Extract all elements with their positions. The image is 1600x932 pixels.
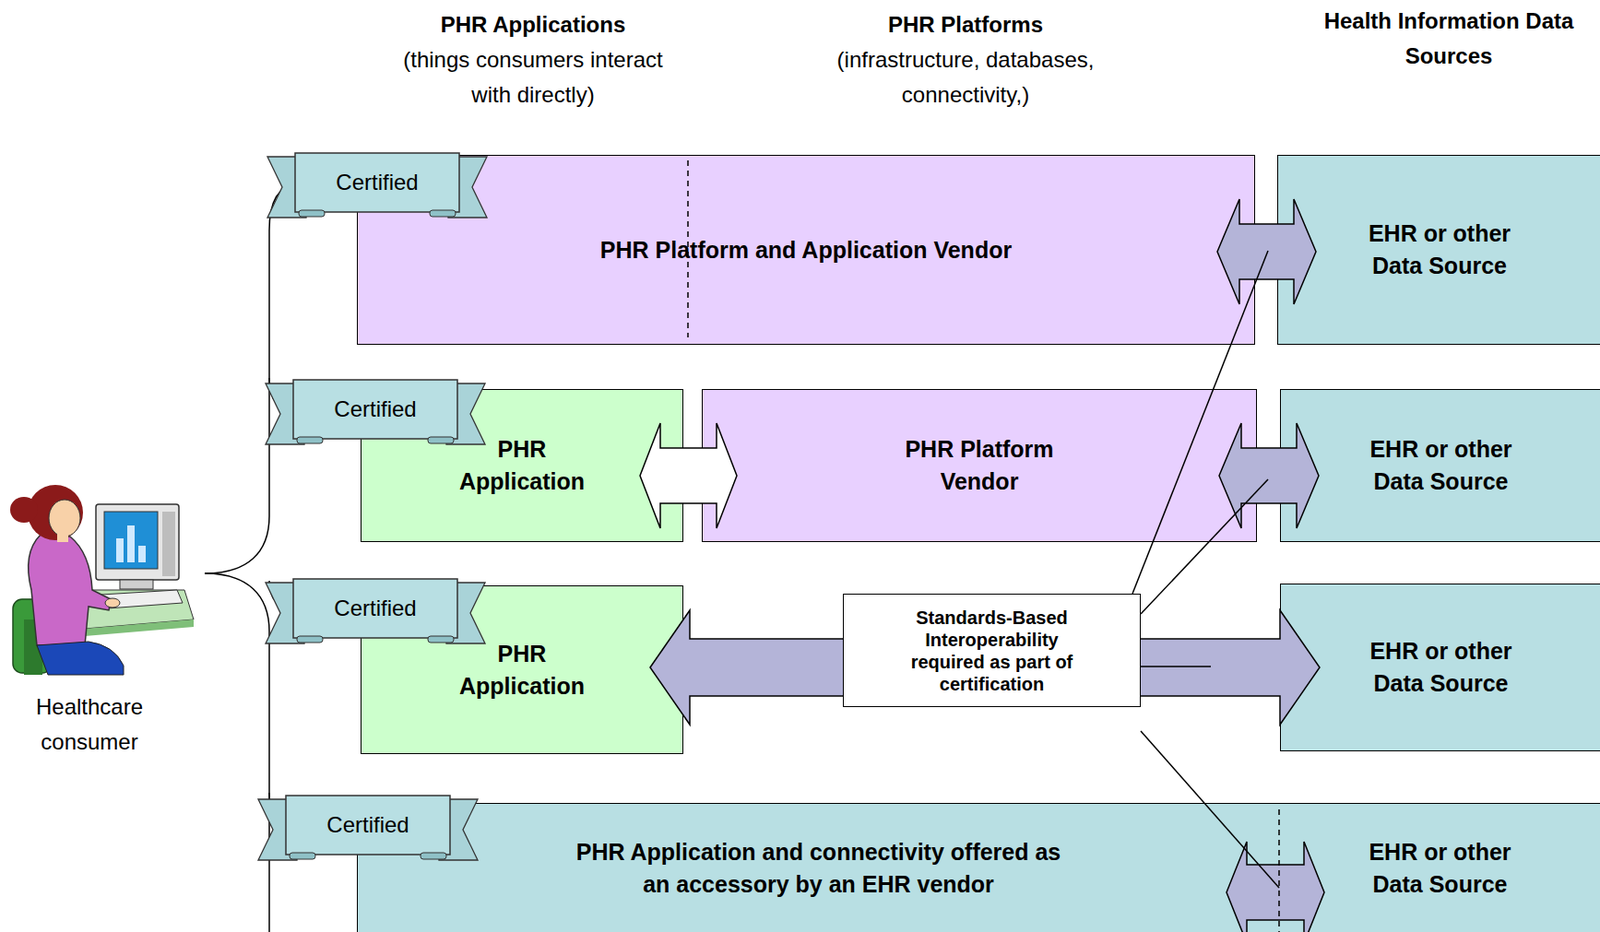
box-label: PHR Application xyxy=(443,638,601,703)
column-subheading: (infrastructure, databases, connectivity… xyxy=(799,42,1132,113)
column-heading: Health Information Data Sources xyxy=(1301,3,1597,74)
certified-ribbon: Certified xyxy=(285,795,451,855)
actor-label: Healthcare consumer xyxy=(6,689,173,760)
data-source-box: EHR or other Data Source xyxy=(1280,389,1600,543)
box-label: PHR Platform Vendor xyxy=(868,433,1091,498)
box-label: EHR or other Data Source xyxy=(1353,635,1529,700)
box-label: EHR or other Data Source xyxy=(1352,836,1529,901)
ribbon-label: Certified xyxy=(333,595,416,622)
vendor-box: PHR Platform and Application Vendor xyxy=(356,154,1256,345)
data-source-box: EHR or other Data Source xyxy=(1280,583,1600,752)
leader-line xyxy=(1140,665,1211,668)
ribbon-label: Certified xyxy=(333,396,416,423)
column-heading: PHR Applications xyxy=(348,7,718,43)
consumer-illustration xyxy=(10,485,194,676)
platform-box: PHR Platform Vendor xyxy=(701,389,1257,543)
column-heading: PHR Platforms xyxy=(781,7,1150,43)
certified-ribbon: Certified xyxy=(293,579,458,639)
column-subheading: (things consumers interact with directly… xyxy=(380,42,686,113)
box-label: Standards-Based Interoperability require… xyxy=(897,606,1087,696)
data-source-box: EHR or other Data Source xyxy=(1277,154,1600,345)
box-label: EHR or other Data Source xyxy=(1353,433,1529,498)
box-label: PHR Application and connectivity offered… xyxy=(560,836,1078,901)
certified-ribbon: Certified xyxy=(293,379,458,439)
vendor-box: PHR Application and connectivity offered… xyxy=(356,803,1280,932)
callout-box: Standards-Based Interoperability require… xyxy=(842,593,1141,708)
certified-ribbon: Certified xyxy=(295,153,460,213)
data-source-box: EHR or other Data Source xyxy=(1279,803,1600,932)
ribbon-label: Certified xyxy=(335,169,418,196)
box-label: EHR or other Data Source xyxy=(1351,217,1528,283)
box-label: PHR Platform and Application Vendor xyxy=(600,234,1012,267)
bracket xyxy=(204,184,297,574)
ribbon-label: Certified xyxy=(326,812,409,839)
bracket xyxy=(204,573,270,932)
